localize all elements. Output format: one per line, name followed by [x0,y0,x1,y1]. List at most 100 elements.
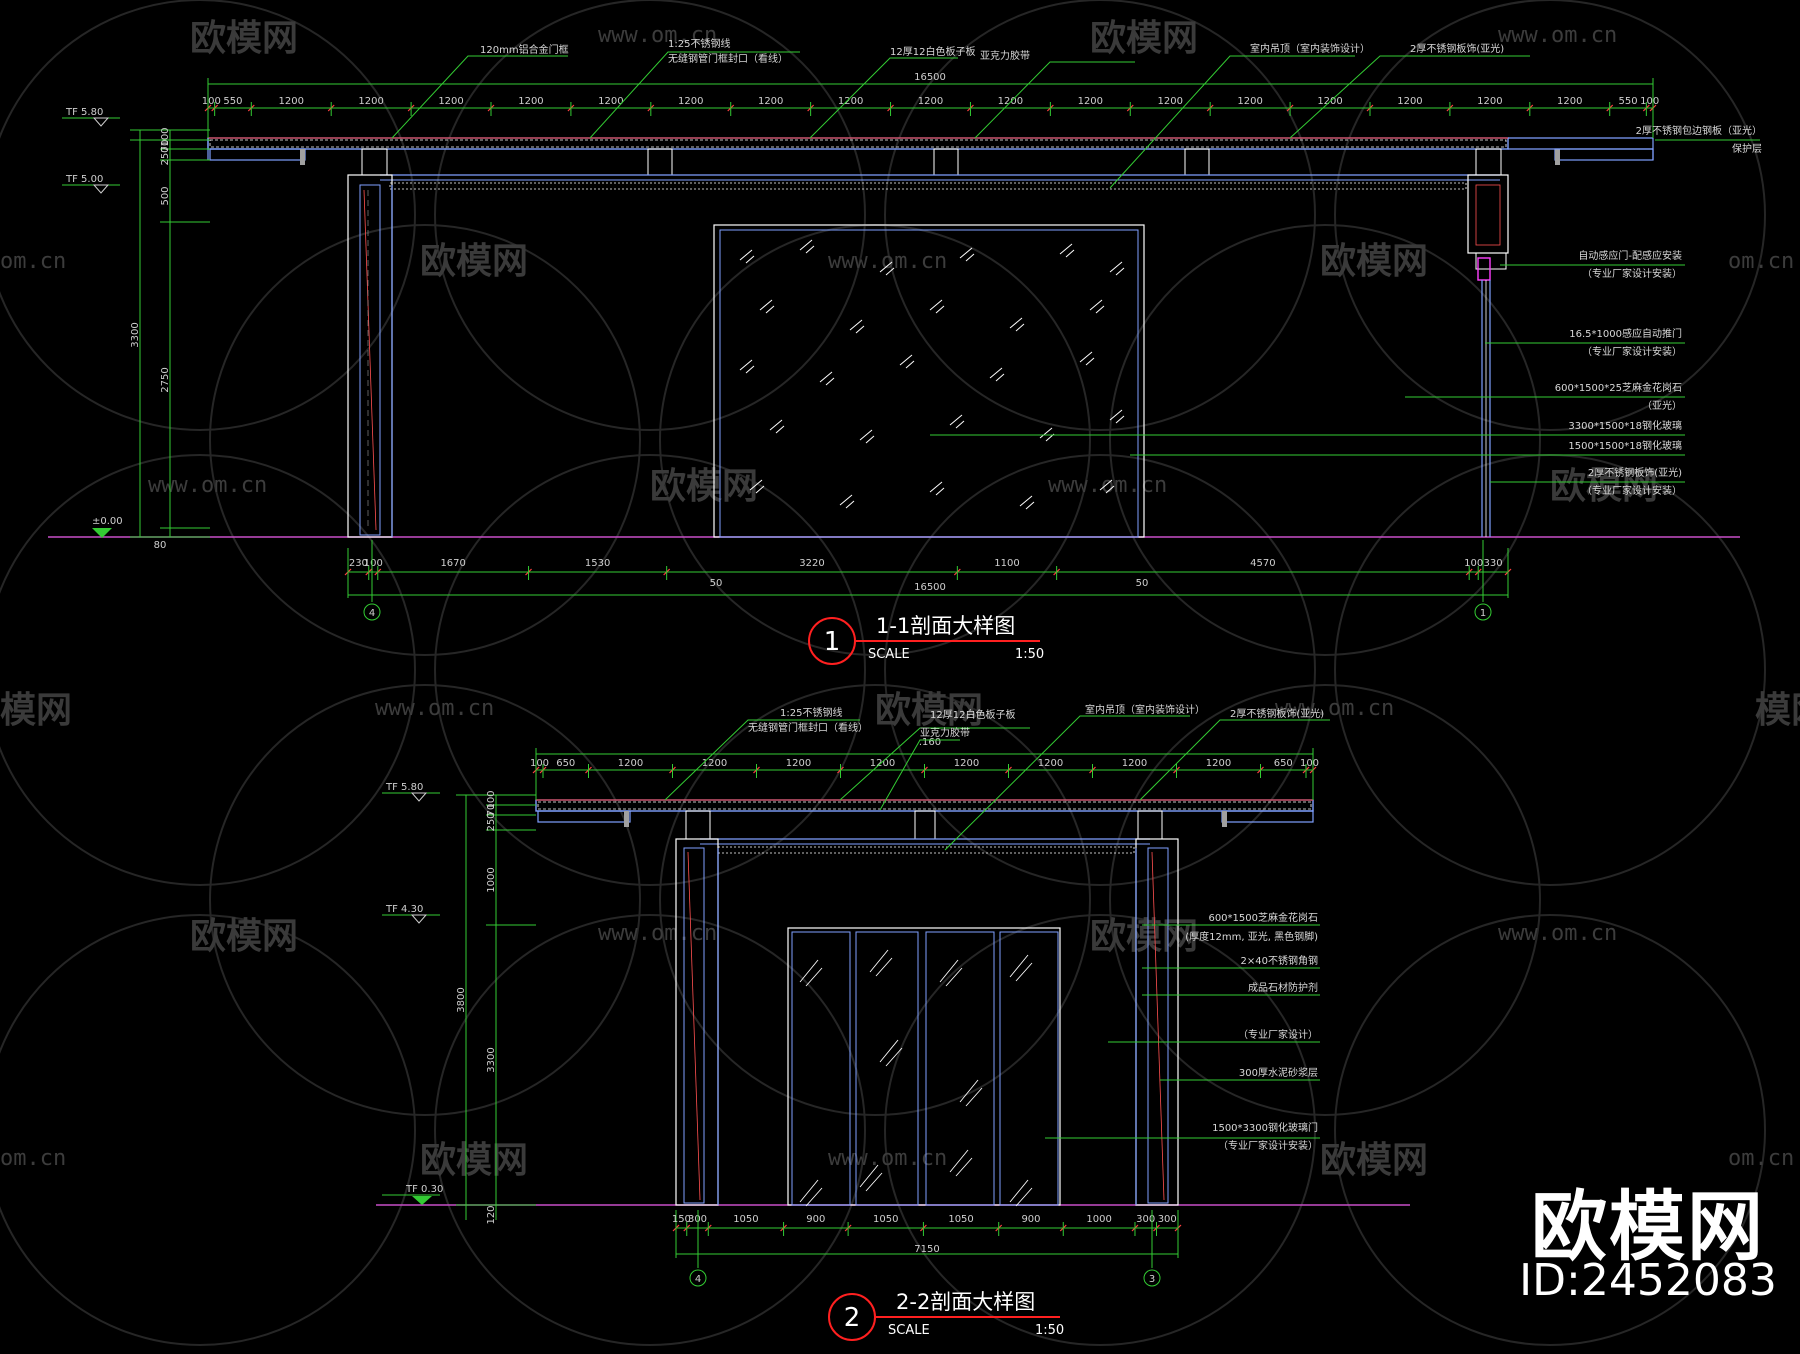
dimension-value: 1200 [1038,758,1063,769]
section-2-scale-value: 1:50 [1035,1323,1064,1338]
dimension-value: 3220 [799,558,824,569]
annotation-note: 1:25不锈钢线 [780,706,842,719]
top-extra-dimension: .160 [919,737,941,748]
dimension-value: 150 [672,1214,691,1225]
bottom-total-dimension: 16500 [914,582,946,593]
dimension-value: 1200 [518,96,543,107]
axis-label-3: 3 [1149,1274,1155,1285]
annotation-note: 300厚水泥砂浆层 [1239,1066,1318,1079]
section-2-title: 2-2剖面大样图 [896,1290,1035,1314]
annotation-note: 2厚不锈钢板饰(亚光) [1230,707,1324,720]
dimension-value: 1200 [1477,96,1502,107]
annotation-note: 1:25不锈钢线 [668,37,730,50]
top-dimension-chain [207,78,1654,138]
watermark-brand-partial: 模网 [0,690,72,731]
axis-label-4: 4 [369,608,375,619]
dimension-value: 1200 [838,96,863,107]
dimension-value: 100 [364,558,383,569]
bottom-mark: 50 [710,578,723,589]
top-leaders [391,51,1760,483]
dimension-value: 1200 [918,96,943,107]
annotation-note: 自动感应门-配感应安装 [1578,249,1682,262]
left-column [347,174,393,538]
top-total-dimension: 16500 [914,72,946,83]
vertical-dimension-value: 3300 [130,322,141,347]
vertical-dimension-value: 500 [160,186,171,205]
level-mark: TF 0.30 [405,1184,443,1195]
watermark-brand: 欧模网 [1550,466,1658,507]
watermark-brand: 欧模网 [1090,18,1198,59]
dimension-value: 230 [349,558,368,569]
section-1-title: 1-1剖面大样图 [876,614,1015,638]
dimension-value: 1670 [440,558,465,569]
annotation-note: 1500*1500*18钢化玻璃 [1568,439,1682,452]
annotation-note: 3300*1500*18钢化玻璃 [1568,419,1682,432]
vertical-dimension-value: 120 [486,1205,497,1224]
section-1-scale-label: SCALE [868,647,910,662]
watermark-url: www.om.cn [148,473,267,498]
annotation-note: （专业厂家设计安装） [1582,267,1682,280]
brand-id: ID:2452083 [1519,1255,1777,1306]
annotation-note: 2厚不锈钢板饰(亚光) [1588,466,1682,479]
vertical-dimension-value: 70 [486,804,497,817]
bottom-mark: 50 [1136,578,1149,589]
level-mark: TF 5.80 [65,107,103,118]
dimension-value: 300 [1158,1214,1177,1225]
annotation-note: 12厚12白色板子板 [890,45,975,58]
watermark-brand: 欧模网 [650,466,758,507]
annotation-note: （专业厂家设计安装） [1582,345,1682,358]
level-mark: TF 4.30 [385,904,423,915]
vertical-dimension-value: 250 [160,146,171,165]
watermark-url: om.cn [0,1146,66,1171]
annotation-note: 无缝钢管门框封口（看线） [748,721,868,734]
dimension-value: 1200 [1237,96,1262,107]
annotation-note: 成品石材防护剂 [1248,981,1318,994]
dimension-value: 100 [1640,96,1659,107]
section-2-scale-label: SCALE [888,1323,930,1338]
dimension-value: 4570 [1250,558,1275,569]
glass-panel [713,224,1145,538]
annotation-note: （专业厂家设计安装） [1218,1139,1318,1152]
watermark-url: www.om.cn [1498,921,1617,946]
annotation-note: （专业厂家设计安装） [1582,484,1682,497]
dimension-value: 1200 [954,758,979,769]
vertical-dimension-value: 2750 [160,367,171,392]
watermark-brand: 欧模网 [190,916,298,957]
right-column [1135,838,1179,1206]
dimension-value: 100 [1464,558,1483,569]
annotation-note: 600*1500*25芝麻金花岗石 [1555,381,1682,394]
dimension-value: 900 [806,1214,825,1225]
dimension-value: 1200 [438,96,463,107]
dimension-value: 330 [1484,558,1503,569]
dimension-value: 1200 [1078,96,1103,107]
dimension-value: 1530 [585,558,610,569]
annotation-note: 室内吊顶（室内装饰设计） [1250,42,1370,55]
axis-label-4: 4 [695,1274,701,1285]
watermark-brand: 欧模网 [190,18,298,59]
annotation-note: 亚克力胶带 [920,726,970,739]
dimension-value: 1200 [1397,96,1422,107]
watermark-url: www.om.cn [828,249,947,274]
annotation-note: 无缝钢管门框封口（看线） [668,52,788,65]
dimension-value: 1050 [948,1214,973,1225]
axis-label-1: 1 [1480,608,1486,619]
left-dimension-chain [62,117,210,538]
dimension-value: 550 [223,96,242,107]
dimension-value: 1200 [870,758,895,769]
annotation-note: （亚光） [1642,399,1682,412]
brand-logo-text: 欧模网 [1531,1182,1765,1271]
vertical-dimension-value: 3300 [486,1047,497,1072]
dimension-value: 1200 [758,96,783,107]
level-mark: TF 5.00 [65,174,103,185]
dimension-value: 650 [556,758,575,769]
section-2-number: 2 [844,1303,861,1333]
watermark-url: www.om.cn [1275,696,1394,721]
section-1-scale-value: 1:50 [1015,647,1044,662]
annotation-note: 1500*3300钢化玻璃门 [1212,1121,1318,1134]
annotation-note: 16.5*1000感应自动推门 [1569,327,1682,340]
dimension-value: 1200 [358,96,383,107]
